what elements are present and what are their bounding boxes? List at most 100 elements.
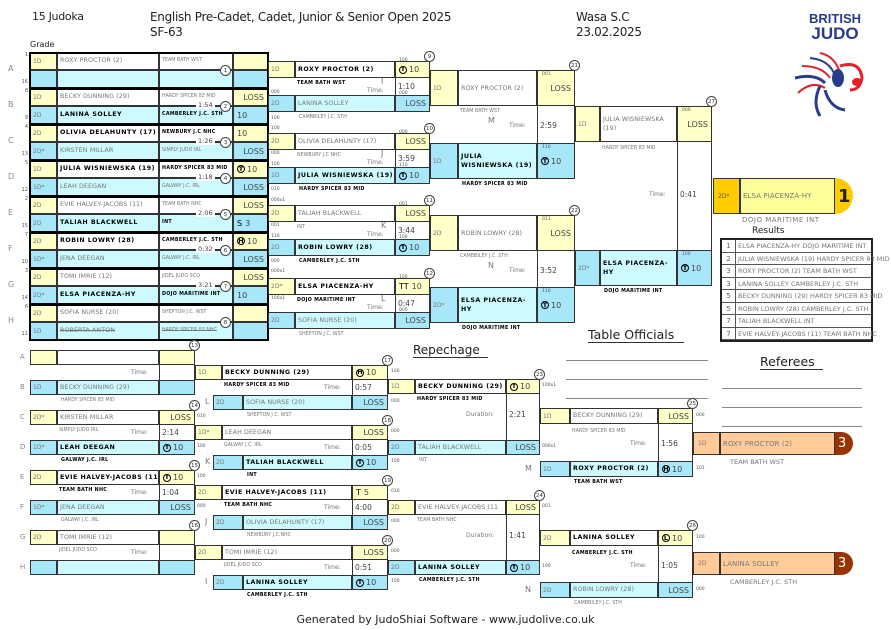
competitor-name[interactable]: TOMI IMRIE (12) <box>60 533 113 541</box>
grade: 2D* <box>271 283 283 290</box>
category: SF-63 <box>150 25 183 39</box>
score-value: LOSS <box>243 182 264 192</box>
competitor-name[interactable]: ELSA PIACENZA-HY <box>461 297 526 313</box>
score-value: LOSS <box>170 503 191 512</box>
competitor-name[interactable]: JENA DEEGAN <box>60 503 105 511</box>
competitor-name[interactable]: LEAH DEEGAN <box>225 428 272 436</box>
match-time: 0:41 <box>680 190 697 199</box>
competitor-name[interactable]: ELSA PIACENZA-HY <box>60 291 136 298</box>
grade: 2D <box>33 309 42 317</box>
grade: 2D <box>216 519 225 526</box>
bronze-name-cell: LANINA SOLLEY <box>720 552 835 575</box>
competitor-name[interactable]: BECKY DUNNING (29) <box>418 382 503 390</box>
competitor-name[interactable]: JULIA WISNIEWSKA (19) <box>461 153 533 169</box>
competitor-name[interactable]: EVIE HALVEY-JACOBS (11 <box>418 503 499 511</box>
competitor-name[interactable]: LANINA SOLLEY <box>60 111 123 118</box>
grade-cell: 2D* <box>268 278 295 295</box>
competitor-name[interactable]: JULIA WISNIEWSKA (19) <box>603 116 664 132</box>
time-label: Time: <box>367 304 384 311</box>
competitor-name[interactable]: OLIVIA DELAHUNTY (17) <box>60 129 157 136</box>
match-time: 1:56 <box>661 439 678 448</box>
match-time: 1:26 <box>196 137 215 145</box>
time-label: Time: <box>509 122 526 129</box>
competitor-name[interactable]: BECKY DUNNING (29) <box>225 368 310 376</box>
competitor-name[interactable]: BECKY DUNNING (29) <box>60 383 130 391</box>
competitor-name[interactable]: ROXY PROCTOR (2) <box>298 65 374 73</box>
competitor-name[interactable]: LEAH DEEGAN <box>60 183 107 190</box>
competitor-name[interactable]: JENA DEEGAN <box>60 255 105 262</box>
competitor-name[interactable]: KIRSTEN MILLAR <box>60 413 114 421</box>
competitor-name[interactable]: ROBIN LOWRY (28) <box>298 243 373 251</box>
score-code: 100 <box>399 58 408 63</box>
competitor-name[interactable]: TOMI IMRIE (12) <box>225 548 278 556</box>
competitor-name[interactable]: LANINA SOLLEY <box>246 578 309 586</box>
competitor-name[interactable]: OLIVIA DELAHUNTY (17) <box>246 518 325 526</box>
match-number: 4 <box>220 173 231 184</box>
competitor-name[interactable]: LANINA SOLLEY <box>418 563 481 571</box>
competitor-name[interactable]: SOFIA NURSE (20) <box>246 398 305 406</box>
competitor-name[interactable]: EVIE HALVEY-JACOBS (11) <box>60 201 143 208</box>
competitor-name[interactable]: OLIVIA DELAHUNTY (17) <box>298 137 377 145</box>
match-label: I <box>381 77 384 86</box>
score-value: 10 <box>520 382 531 391</box>
seed-number: 1 <box>24 52 28 58</box>
competitor-name[interactable]: KIRSTEN MILLAR <box>60 147 114 154</box>
competitor-name[interactable]: ROBIN LOWRY (28) <box>60 237 135 244</box>
competitor-name[interactable]: ROBIN LOWRY (28) <box>573 586 635 593</box>
competitor-name[interactable]: ELSA PIACENZA-HY <box>603 260 668 276</box>
grade-cell: 2D <box>195 545 222 560</box>
winner-grade: 2D* <box>718 193 730 200</box>
competitor-name[interactable]: ROXY PROCTOR (2) <box>60 57 123 64</box>
grade: 1D <box>433 157 442 165</box>
competitor-name[interactable]: TALIAH BLACKWELL <box>246 458 324 466</box>
score-cell <box>159 560 195 575</box>
score: LOSS <box>240 255 267 264</box>
score-type-circled-icon: H <box>356 368 364 377</box>
competitor-name[interactable]: LEAH DEEGAN <box>60 443 116 451</box>
competitor-name[interactable]: SOFIA NURSE (20) <box>60 309 119 316</box>
club-name: HARDY SPICER 83 MID <box>462 182 528 187</box>
competitor-name[interactable]: LANINA SOLLEY <box>298 99 349 107</box>
club-name: DOJO MARITIME INT <box>462 326 521 331</box>
competitor-name-cell: TOMI IMRIE (12) <box>57 530 159 545</box>
seed-number: 14 <box>21 295 28 301</box>
score-value: 3 <box>245 218 251 228</box>
competitor-name[interactable]: TALIAH BLACKWELL <box>298 209 362 217</box>
score-type-mark: TT <box>399 282 409 291</box>
competitor-name[interactable]: TALIAH BLACKWELL <box>60 219 138 226</box>
grade-label: Grade <box>30 40 55 49</box>
competitor-name[interactable]: BECKY DUNNING (29) <box>60 93 130 100</box>
competitor-name[interactable]: EVIE HALVEY-JACOBS (11) <box>60 473 159 481</box>
competitor-name[interactable]: ROBERTA ANTON <box>60 327 116 334</box>
score-code: 010 <box>391 489 400 494</box>
competitor-name[interactable]: TOMI IMRIE (12) <box>60 273 113 280</box>
match-time: 1:54 <box>196 101 215 109</box>
competitor-name[interactable]: ROXY PROCTOR (2) <box>573 465 649 472</box>
time-cell <box>395 295 430 312</box>
competitor-name[interactable]: TALIAH BLACKWELL <box>418 443 482 451</box>
competitor-name[interactable]: LANINA SOLLEY <box>573 534 636 541</box>
seed-number: 13 <box>21 151 28 157</box>
score: LOSS <box>512 503 539 512</box>
competitor-name[interactable]: ROXY PROCTOR (2) <box>461 84 524 92</box>
score-code: 000 <box>682 108 691 113</box>
match-number: 13 <box>189 340 200 351</box>
grade: 2D <box>271 317 280 324</box>
competitor-name[interactable]: ELSA PIACENZA-HY <box>298 282 374 290</box>
competitor-name[interactable]: BECKY DUNNING (29) <box>573 412 643 419</box>
score-value: LOSS <box>668 411 689 421</box>
competitor-name[interactable]: EVIE HALVEY-JACOBS (11) <box>225 488 327 496</box>
competitor-name[interactable]: ROBIN LOWRY (28) <box>461 229 523 237</box>
match-number: 2 <box>220 101 231 112</box>
competitor-name[interactable]: JULIA WISNIEWSKA (19) <box>60 165 156 172</box>
grade-cell: 2D <box>30 530 57 545</box>
referee-signature-line <box>722 388 862 389</box>
competitor-name[interactable]: SOFIA NURSE (20) <box>298 316 357 324</box>
competitor-name[interactable]: JULIA WISNIEWSKA (19) <box>298 171 394 179</box>
grade-cell: 2D* <box>30 410 57 425</box>
time-cell <box>677 142 712 250</box>
club-name: CAMBERLEY J.C. STH <box>162 238 223 243</box>
